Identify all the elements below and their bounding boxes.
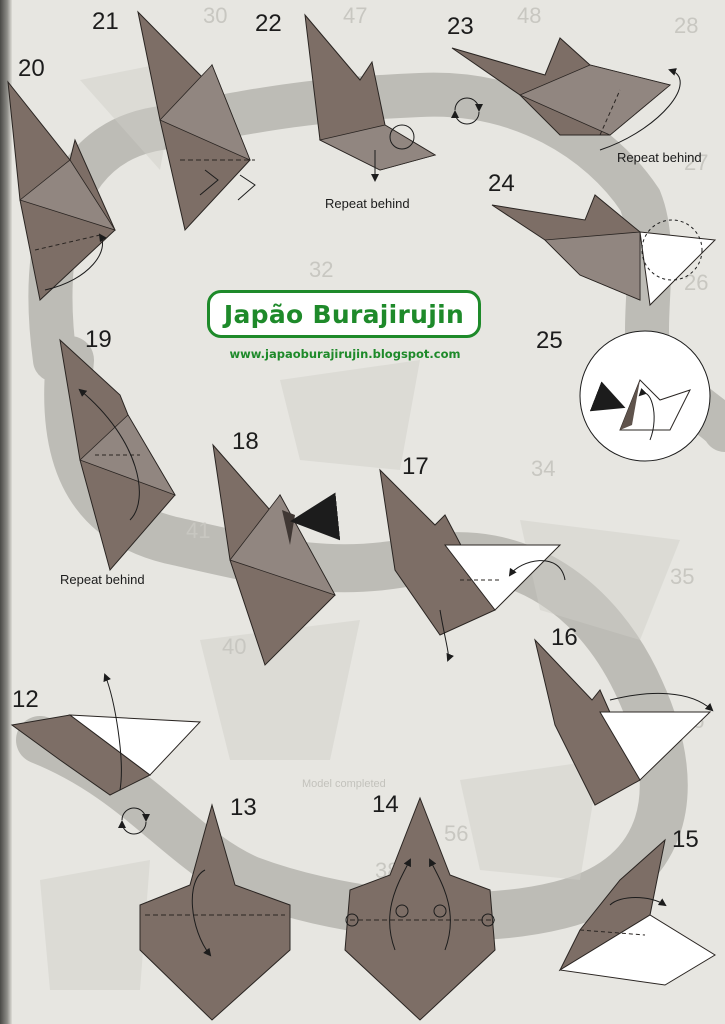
step-number: 25 (536, 329, 563, 353)
repeat-behind-note: Repeat behind (60, 572, 145, 587)
figure-step-22 (305, 15, 435, 180)
step-number: 14 (372, 793, 399, 817)
figure-step-16 (535, 640, 712, 805)
figure-step-21 (138, 12, 255, 230)
figure-step-24 (492, 195, 715, 305)
watermark-logo: Japão Burajirujin (207, 290, 481, 338)
figure-step-12 (12, 675, 200, 834)
repeat-behind-note: Repeat behind (617, 150, 702, 165)
figure-step-19 (60, 340, 175, 570)
logo-url: www.japaoburajirujin.blogspot.com (211, 347, 479, 361)
step-number: 19 (85, 328, 112, 352)
step-number: 24 (488, 172, 515, 196)
figure-step-18 (213, 445, 335, 665)
figure-step-23 (452, 38, 680, 150)
step-number: 18 (232, 430, 259, 454)
repeat-behind-note: Repeat behind (325, 196, 410, 211)
step-number: 20 (18, 57, 45, 81)
step-number: 22 (255, 12, 282, 36)
logo-title: Japão Burajirujin (224, 300, 464, 329)
step-number: 15 (672, 828, 699, 852)
figure-step-14 (345, 798, 495, 1020)
step-number: 17 (402, 455, 429, 479)
figure-step-20 (8, 82, 115, 300)
step-number: 16 (551, 626, 578, 650)
step-number: 21 (92, 10, 119, 34)
step-number: 12 (12, 688, 39, 712)
figure-step-17 (380, 470, 565, 660)
step-number: 13 (230, 796, 257, 820)
step-number: 23 (447, 15, 474, 39)
figure-step-13 (140, 805, 290, 1020)
figure-step-15 (560, 840, 715, 985)
figure-step-25 (580, 331, 710, 461)
